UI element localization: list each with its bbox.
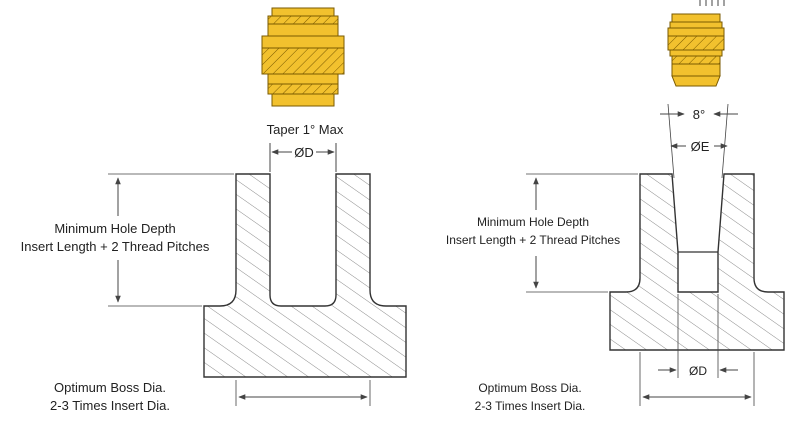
left-depth-dimension — [108, 173, 234, 307]
right-angle-dimension — [660, 103, 738, 179]
right-boss-label-line1: Optimum Boss Dia. — [478, 381, 581, 395]
right-depth-label-line2: Insert Length + 2 Thread Pitches — [446, 233, 620, 247]
left-boss-label-line1: Optimum Boss Dia. — [54, 380, 166, 395]
left-taper-label: Taper 1° Max — [267, 122, 344, 137]
right-insert-icon — [667, 0, 725, 87]
right-dia-d-dimension — [658, 294, 738, 378]
left-insert-icon — [261, 7, 345, 107]
right-boss-section — [609, 173, 785, 351]
right-boss-label-line2: 2-3 Times Insert Dia. — [475, 399, 586, 413]
right-dia-e-label: ØE — [691, 139, 710, 154]
right-boss-dimension — [639, 352, 755, 406]
right-dia-d-label: ØD — [689, 364, 707, 378]
right-angle-label: 8° — [693, 107, 705, 122]
left-depth-label-line1: Minimum Hole Depth — [54, 221, 175, 236]
left-depth-label-line2: Insert Length + 2 Thread Pitches — [21, 239, 210, 254]
left-boss-label-line2: 2-3 Times Insert Dia. — [50, 398, 170, 413]
left-dia-d-label: ØD — [294, 145, 314, 160]
left-dia-d-dimension — [269, 143, 337, 172]
right-depth-dimension — [526, 173, 638, 293]
right-depth-label-line1: Minimum Hole Depth — [477, 215, 589, 229]
left-boss-section — [203, 173, 407, 378]
left-boss-dimension — [235, 380, 371, 406]
